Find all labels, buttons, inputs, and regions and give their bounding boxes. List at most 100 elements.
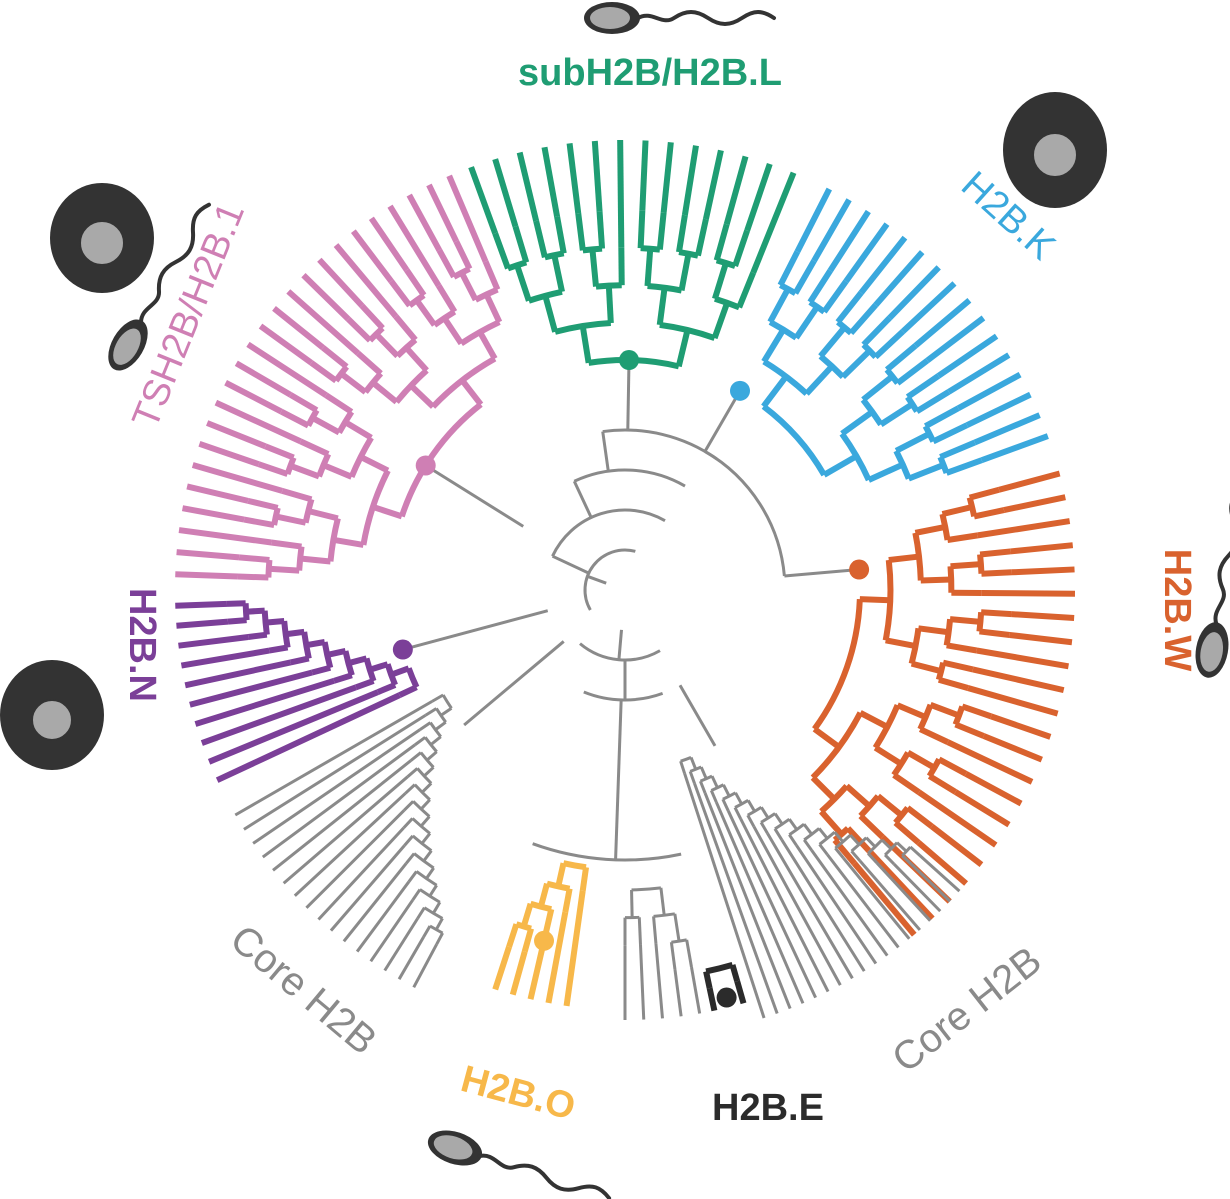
tree-arc xyxy=(912,532,924,581)
tree-arc xyxy=(704,450,786,577)
clade-nodes xyxy=(392,350,870,1008)
tree-leaf xyxy=(317,257,365,308)
tree-branch xyxy=(679,760,686,774)
tree-branch xyxy=(822,453,858,478)
tree-branch xyxy=(440,706,453,717)
oocyte-nucleus xyxy=(79,220,125,266)
tree-branch xyxy=(906,749,936,771)
tree-branches xyxy=(175,139,1076,1020)
tree-arc xyxy=(808,299,826,315)
tree-arc xyxy=(653,912,676,918)
tree-branch xyxy=(637,210,646,249)
tree-branch xyxy=(483,293,503,324)
tree-leaf xyxy=(383,917,419,972)
tree-arc xyxy=(699,774,713,783)
tree-leaf xyxy=(977,518,1071,539)
sperm-acrosome xyxy=(113,328,141,365)
tree-leaf xyxy=(1011,566,1075,576)
tree-leaf xyxy=(509,950,528,996)
tree-leaf xyxy=(858,859,922,931)
tree-branch xyxy=(927,773,958,795)
tree-branch xyxy=(675,329,691,368)
tree-branch xyxy=(245,607,265,615)
tree-branch xyxy=(807,269,833,304)
tree-branch xyxy=(947,532,979,543)
tree-branch xyxy=(404,268,427,297)
tree-branch xyxy=(407,870,418,883)
tree-branch xyxy=(652,916,658,945)
tree-branch xyxy=(404,852,416,865)
tree-branch xyxy=(347,655,368,667)
tree-leaf xyxy=(925,315,986,363)
tree-leaf xyxy=(956,371,1022,411)
tree-branch xyxy=(734,792,743,805)
tree-branch xyxy=(268,644,289,654)
tree-arc xyxy=(678,249,699,259)
tree-arc xyxy=(631,886,662,892)
tree-branch xyxy=(736,271,756,309)
tree-branch xyxy=(605,285,614,324)
tree-arc xyxy=(296,546,305,571)
tree-branch xyxy=(354,678,375,691)
tree-arc xyxy=(405,667,420,689)
tree-branch xyxy=(403,834,414,847)
tree-branch xyxy=(810,775,837,802)
h2bn-node xyxy=(392,639,413,660)
backbone-arc xyxy=(602,428,718,461)
tree-branch xyxy=(512,225,530,264)
tree-leaf xyxy=(397,936,425,980)
h2bo-label: H2B.O xyxy=(457,1058,580,1129)
tree-branch xyxy=(712,262,729,300)
tree-leaf xyxy=(1011,611,1075,622)
tsh2b-node xyxy=(415,455,436,476)
tree-branch xyxy=(713,223,730,262)
tree-arc xyxy=(952,705,966,726)
tree-leaf xyxy=(918,854,961,893)
h2bw-node xyxy=(849,559,870,580)
tree-branch xyxy=(929,701,961,719)
tree-leaf xyxy=(194,677,335,727)
tree-branch xyxy=(873,329,905,360)
tree-arc xyxy=(261,610,270,636)
tree-branch xyxy=(909,845,921,857)
tree-arc xyxy=(321,641,334,669)
tree-leaf xyxy=(1009,631,1073,646)
tree-arc xyxy=(363,657,377,682)
tree-branch xyxy=(777,250,801,287)
tree-branch xyxy=(429,735,442,746)
tree-branch xyxy=(285,628,305,638)
tree-arc xyxy=(860,397,884,427)
tree-branch xyxy=(418,721,432,732)
tree-branch xyxy=(226,600,246,607)
oocyte-nucleus xyxy=(31,699,73,741)
tree-branch xyxy=(767,287,791,324)
tree-leaf xyxy=(660,142,674,213)
core_right-label: Core H2B xyxy=(884,938,1049,1081)
tree-branch xyxy=(729,964,741,983)
tree-branch xyxy=(699,780,707,794)
tree-branch xyxy=(818,843,829,856)
tree-leaf xyxy=(224,380,283,415)
tree-branch xyxy=(617,629,624,660)
tree-arc xyxy=(435,707,447,724)
tree-arc xyxy=(506,259,528,272)
tree-branch xyxy=(402,817,414,829)
tree-branch xyxy=(459,378,484,407)
tree-branch xyxy=(596,211,606,249)
tree-leaf xyxy=(852,861,917,937)
tree-branch xyxy=(637,917,642,945)
tree-leaf xyxy=(947,352,1011,395)
oocyte-icon xyxy=(50,183,154,293)
tree-branch xyxy=(669,942,677,970)
tree-leaf xyxy=(810,849,889,957)
tree-branch xyxy=(861,315,892,347)
tree-branch xyxy=(419,815,431,828)
tree-branch xyxy=(409,751,422,762)
tree-leaf xyxy=(910,863,952,903)
tree-branch xyxy=(551,554,590,575)
tree-leaf xyxy=(827,209,871,273)
tree-branch xyxy=(885,637,917,650)
tree-branch xyxy=(305,639,326,649)
tree-leaf xyxy=(207,689,380,765)
tree-leaf xyxy=(412,943,438,989)
